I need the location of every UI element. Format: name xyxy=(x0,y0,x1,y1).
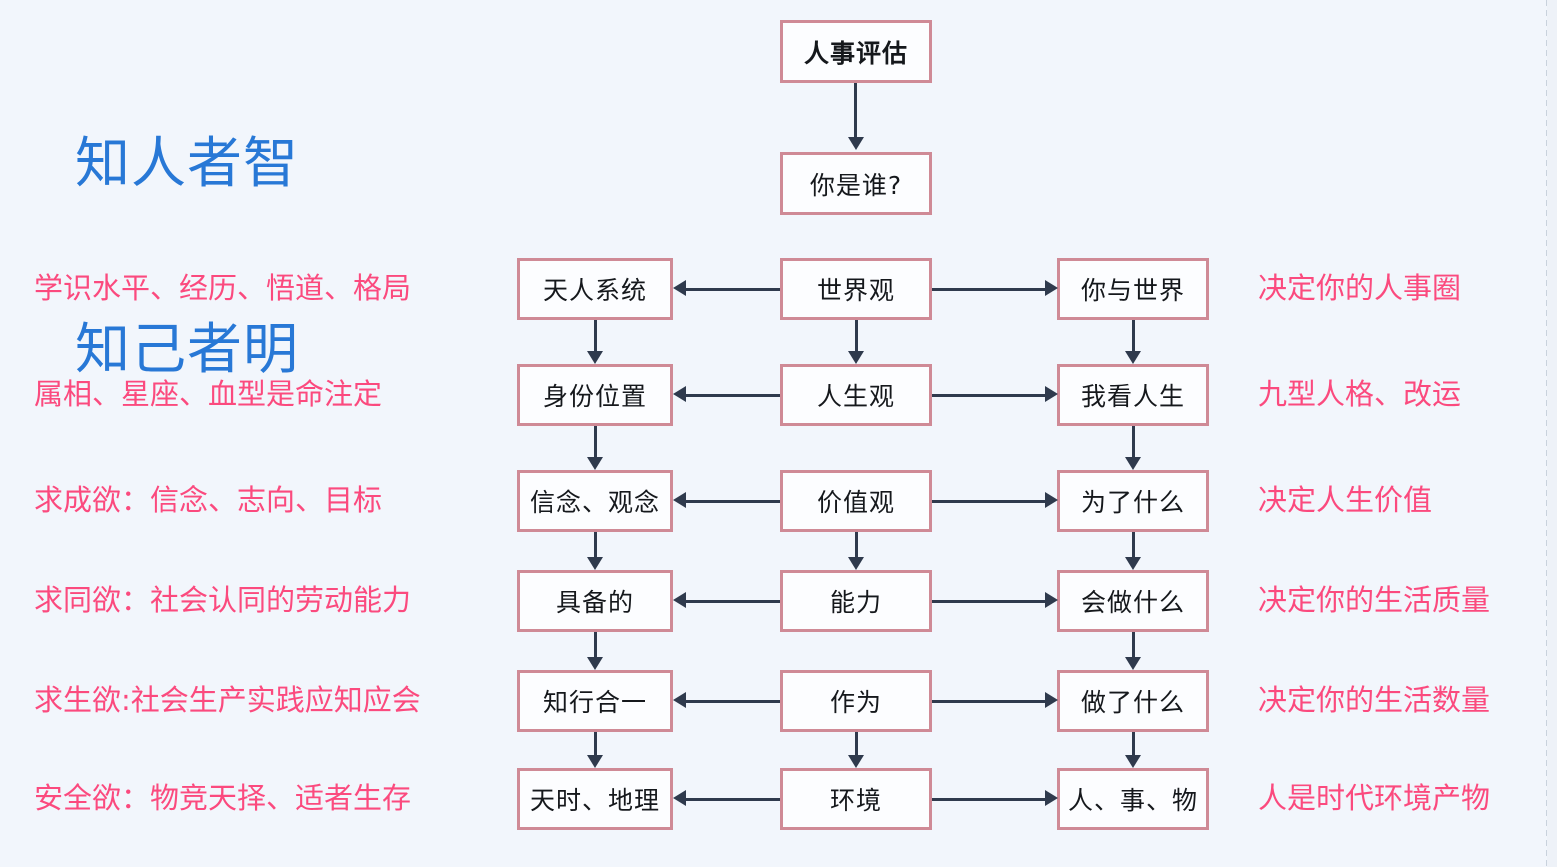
node-right-4[interactable]: 会做什么 xyxy=(1057,570,1209,632)
caption-left-4: 求同欲：社会认同的劳动能力 xyxy=(34,583,412,617)
arrowhead-center-to-left-3 xyxy=(673,492,686,508)
arrowhead-center-to-left-1 xyxy=(673,280,686,296)
node-right-5[interactable]: 做了什么 xyxy=(1057,670,1209,732)
node-center-1[interactable]: 世界观 xyxy=(780,258,932,320)
connector-center-to-left-2 xyxy=(684,394,780,397)
node-right-3[interactable]: 为了什么 xyxy=(1057,470,1209,532)
arrowhead-left-5-to-6 xyxy=(587,755,603,768)
connector-right-3-to-4 xyxy=(1132,532,1135,558)
caption-right-6: 人是时代环境产物 xyxy=(1258,781,1491,815)
connector-left-3-to-4 xyxy=(594,532,597,558)
caption-right-4: 决定你的生活质量 xyxy=(1258,583,1491,617)
arrowhead-right-4-to-5 xyxy=(1125,657,1141,670)
connector-right-4-to-5 xyxy=(1132,632,1135,658)
connector-center-to-left-3 xyxy=(684,500,780,503)
caption-right-1: 决定你的人事圈 xyxy=(1258,271,1462,305)
arrowhead-left-3-to-4 xyxy=(587,557,603,570)
caption-left-1: 学识水平、经历、悟道、格局 xyxy=(34,271,412,305)
connector-center-to-right-3 xyxy=(932,500,1046,503)
caption-right-2: 九型人格、改运 xyxy=(1258,377,1462,411)
arrowhead-center-to-left-2 xyxy=(673,386,686,402)
connector-center-to-right-4 xyxy=(932,600,1046,603)
connector-left-4-to-5 xyxy=(594,632,597,658)
arrowhead-center-5-to-6 xyxy=(848,755,864,768)
arrowhead-center-to-right-6 xyxy=(1045,790,1058,806)
title-line-2: 知己者明 xyxy=(75,317,300,381)
node-left-2[interactable]: 身份位置 xyxy=(517,364,673,426)
caption-right-3: 决定人生价值 xyxy=(1258,483,1433,517)
arrowhead-center-to-right-1 xyxy=(1045,280,1058,296)
connector-center-to-left-6 xyxy=(684,798,780,801)
node-center-6[interactable]: 环境 xyxy=(780,768,932,830)
arrowhead-center-3-to-4 xyxy=(848,557,864,570)
arrowhead-right-2-to-3 xyxy=(1125,457,1141,470)
arrowhead-left-2-to-3 xyxy=(587,457,603,470)
page-margin xyxy=(1547,0,1557,867)
arrowhead-center-1-to-2 xyxy=(848,351,864,364)
connector-center-5-to-6 xyxy=(855,732,858,756)
node-center-4[interactable]: 能力 xyxy=(780,570,932,632)
title-line-1: 知人者智 xyxy=(75,131,300,195)
connector-left-1-to-2 xyxy=(594,320,597,352)
connector-center-to-right-1 xyxy=(932,288,1046,291)
connector-center-to-right-2 xyxy=(932,394,1046,397)
node-center-5[interactable]: 作为 xyxy=(780,670,932,732)
node-root[interactable]: 人事评估 xyxy=(780,20,932,83)
connector-left-2-to-3 xyxy=(594,426,597,458)
arrowhead-center-to-right-2 xyxy=(1045,386,1058,402)
connector-right-2-to-3 xyxy=(1132,426,1135,458)
arrowhead-center-to-left-4 xyxy=(673,592,686,608)
arrowhead-center-to-right-4 xyxy=(1045,592,1058,608)
arrowhead-left-1-to-2 xyxy=(587,351,603,364)
node-question[interactable]: 你是谁? xyxy=(780,152,932,215)
arrowhead-root-to-question xyxy=(848,137,864,150)
node-left-3[interactable]: 信念、观念 xyxy=(517,470,673,532)
connector-root-to-question xyxy=(854,83,857,140)
arrowhead-right-5-to-6 xyxy=(1125,755,1141,768)
connector-right-5-to-6 xyxy=(1132,732,1135,756)
caption-left-3: 求成欲：信念、志向、目标 xyxy=(34,483,383,517)
connector-center-to-left-1 xyxy=(684,288,780,291)
node-left-5[interactable]: 知行合一 xyxy=(517,670,673,732)
arrowhead-left-4-to-5 xyxy=(587,657,603,670)
node-left-6[interactable]: 天时、地理 xyxy=(517,768,673,830)
caption-left-6: 安全欲：物竞天择、适者生存 xyxy=(34,781,412,815)
node-center-3[interactable]: 价值观 xyxy=(780,470,932,532)
connector-center-3-to-4 xyxy=(855,532,858,558)
connector-center-to-left-4 xyxy=(684,600,780,603)
connector-center-to-right-6 xyxy=(932,798,1046,801)
node-right-1[interactable]: 你与世界 xyxy=(1057,258,1209,320)
page-edge-rule xyxy=(1546,0,1547,867)
node-left-4[interactable]: 具备的 xyxy=(517,570,673,632)
arrowhead-center-to-right-3 xyxy=(1045,492,1058,508)
connector-center-to-right-5 xyxy=(932,700,1046,703)
arrowhead-right-1-to-2 xyxy=(1125,351,1141,364)
caption-left-5: 求生欲:社会生产实践应知应会 xyxy=(34,683,421,717)
arrowhead-center-to-left-6 xyxy=(673,790,686,806)
connector-center-1-to-2 xyxy=(855,320,858,352)
node-center-2[interactable]: 人生观 xyxy=(780,364,932,426)
caption-left-2: 属相、星座、血型是命注定 xyxy=(34,377,383,411)
connector-center-to-left-5 xyxy=(684,700,780,703)
connector-right-1-to-2 xyxy=(1132,320,1135,352)
arrowhead-center-to-left-5 xyxy=(673,692,686,708)
arrowhead-center-to-right-5 xyxy=(1045,692,1058,708)
node-left-1[interactable]: 天人系统 xyxy=(517,258,673,320)
caption-right-5: 决定你的生活数量 xyxy=(1258,683,1491,717)
arrowhead-right-3-to-4 xyxy=(1125,557,1141,570)
connector-left-5-to-6 xyxy=(594,732,597,756)
node-right-2[interactable]: 我看人生 xyxy=(1057,364,1209,426)
node-right-6[interactable]: 人、事、物 xyxy=(1057,768,1209,830)
page-title: 知人者智 知己者明 xyxy=(75,8,299,504)
